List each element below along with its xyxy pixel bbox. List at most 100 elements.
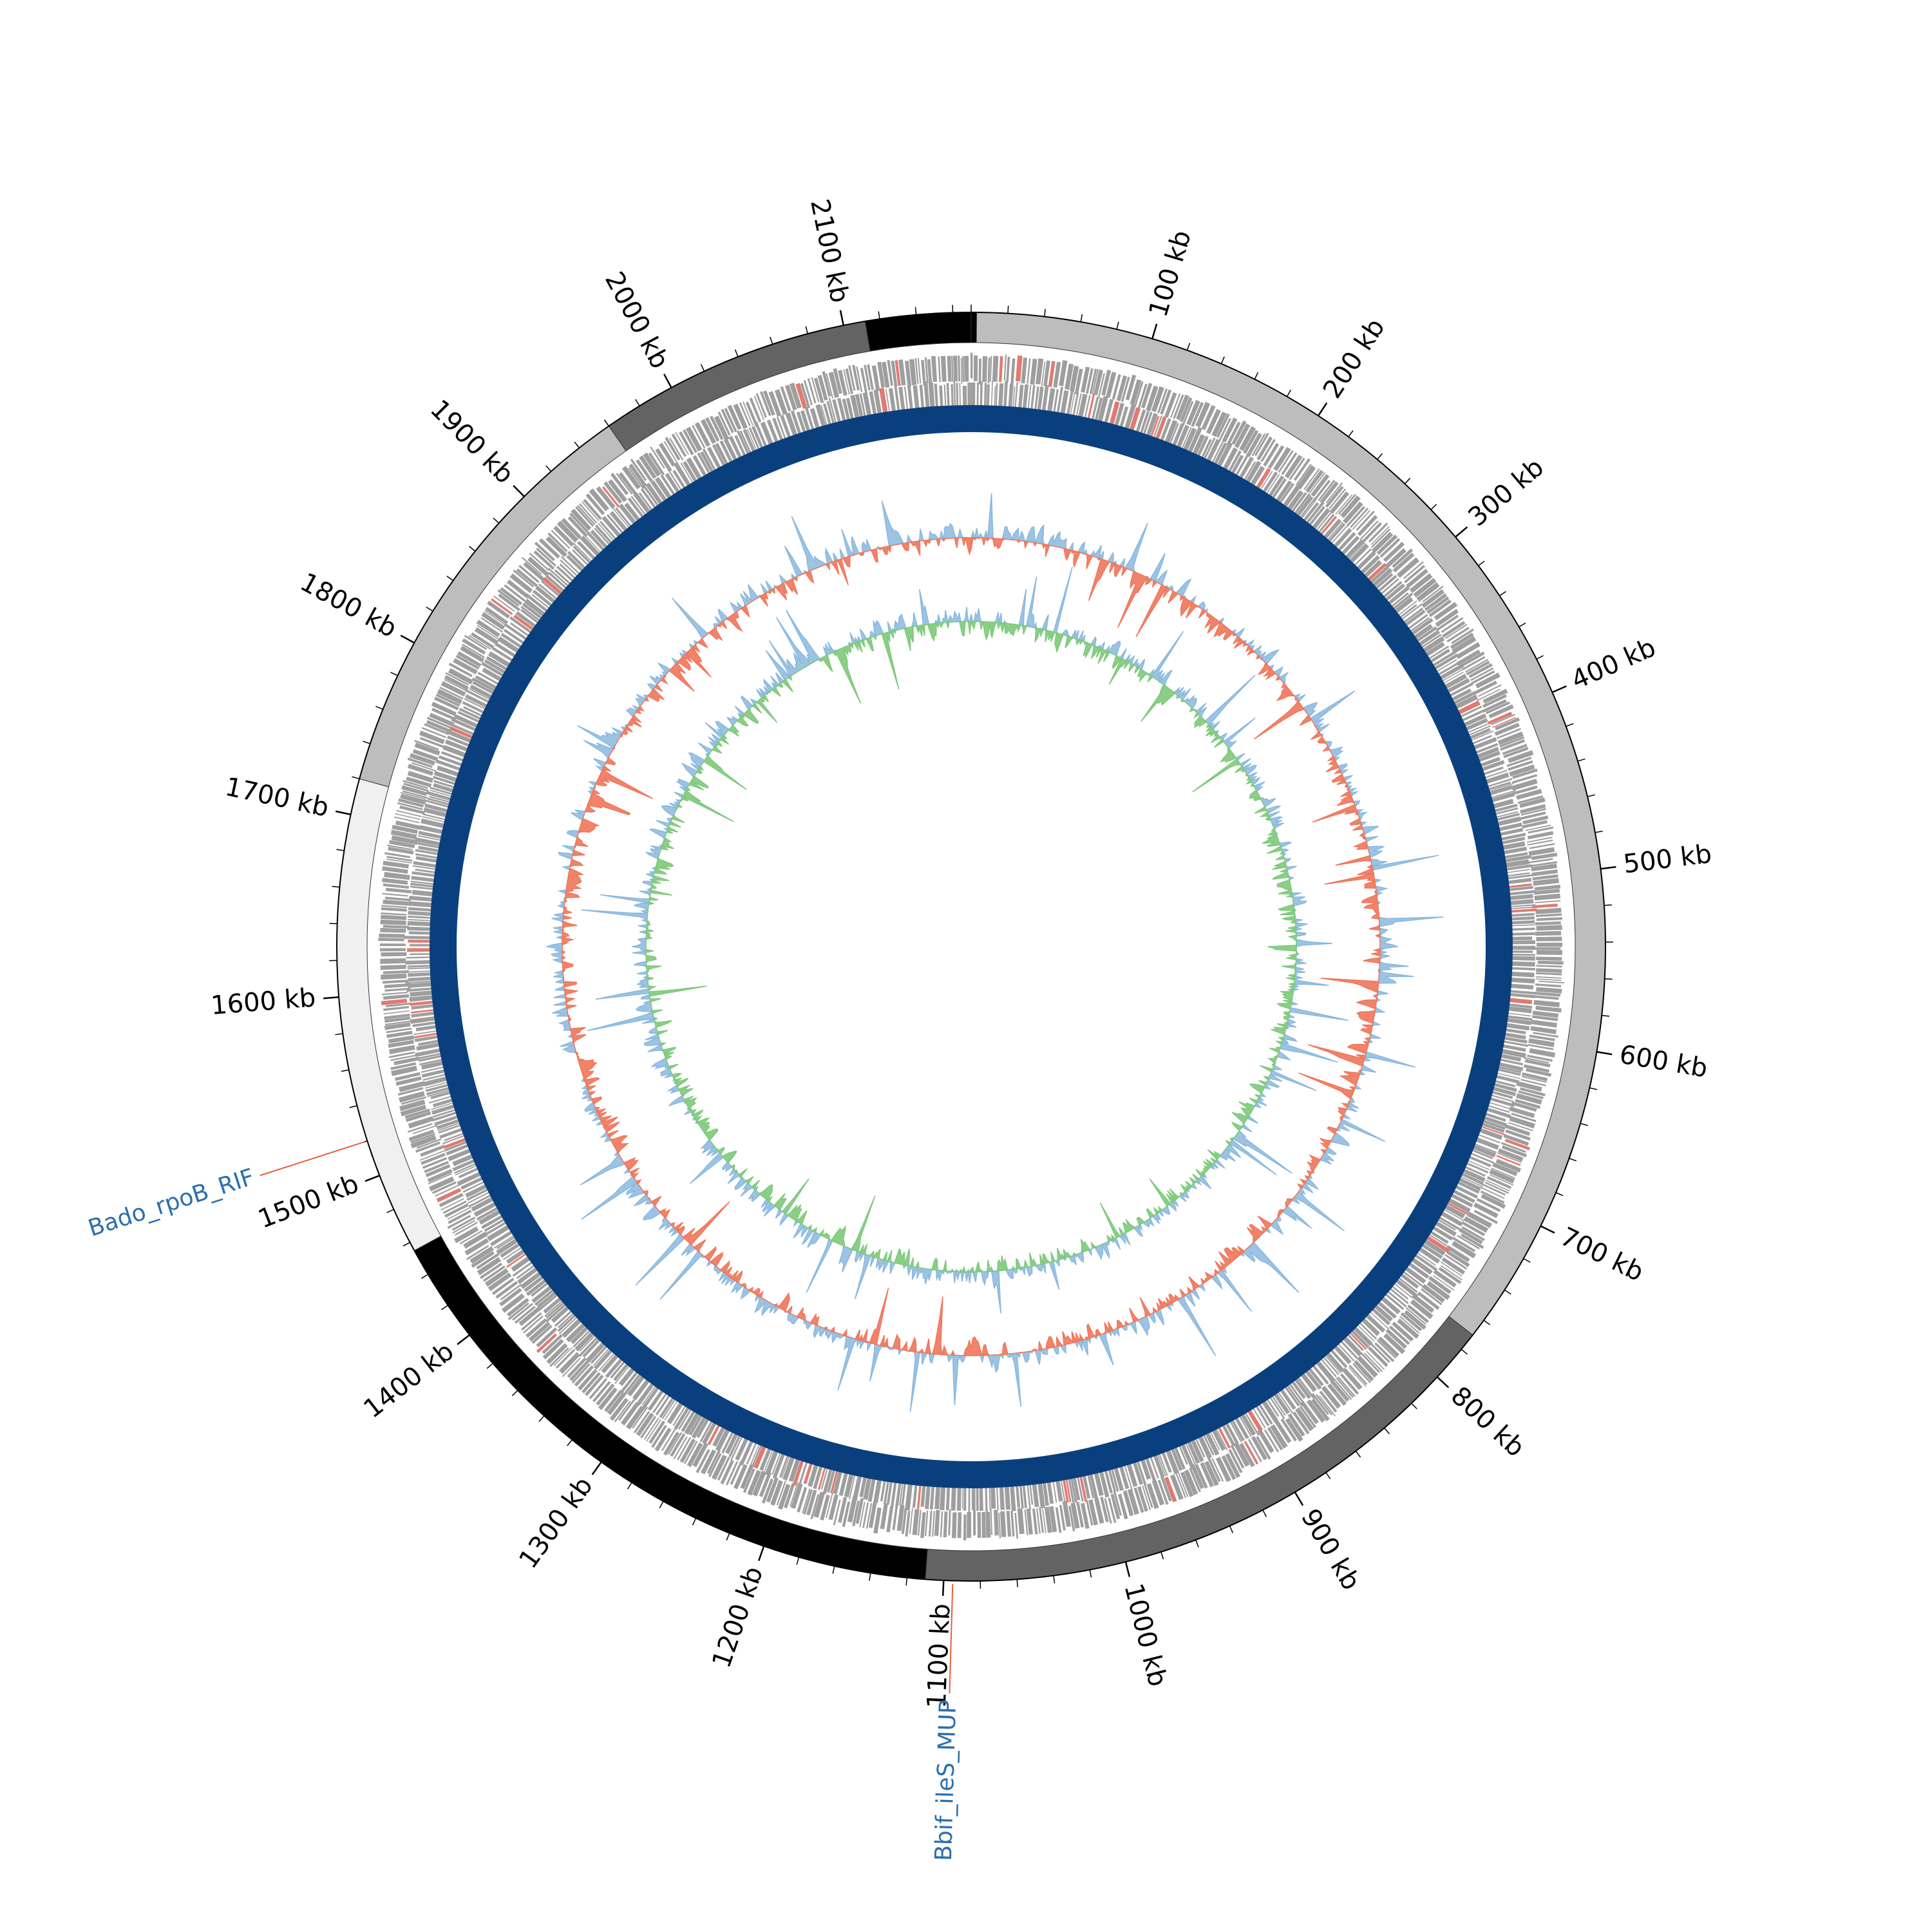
cds-feature: [1448, 1192, 1473, 1208]
cds-feature: [1426, 645, 1450, 661]
minor-tick: [402, 1242, 410, 1247]
cds-feature: [1392, 553, 1415, 573]
cds-feature: [482, 1265, 506, 1282]
cds-feature: [1270, 1393, 1286, 1416]
cds-feature: [929, 1483, 935, 1510]
minor-tick: [734, 349, 739, 357]
cds-feature: [1518, 1090, 1544, 1099]
cds-feature: [1067, 1477, 1075, 1503]
cds-feature: [493, 1233, 516, 1249]
cds-feature: [407, 918, 434, 922]
cds-feature: [852, 1501, 860, 1527]
cds-feature: [1348, 1367, 1367, 1387]
cds-feature: [1511, 779, 1538, 791]
cds-feature: [1537, 960, 1564, 965]
cds-feature: [471, 1195, 496, 1212]
cds-feature: [531, 1325, 553, 1344]
cds-feature: [1180, 1472, 1194, 1497]
cds-feature: [810, 1493, 820, 1520]
cds-feature: [398, 798, 424, 808]
cds-feature: [1401, 603, 1423, 620]
cds-feature: [1478, 766, 1504, 777]
cds-feature: [1510, 990, 1537, 995]
cds-feature: [574, 1330, 596, 1352]
cds-feature: [985, 1511, 991, 1538]
cds-feature: [1501, 1142, 1526, 1153]
cds-feature: [715, 442, 730, 468]
cds-feature: [1257, 1401, 1273, 1425]
cds-feature: [800, 383, 811, 409]
cds-feature: [1428, 1276, 1452, 1294]
cds-feature: [1536, 917, 1562, 922]
cds-feature: [1482, 694, 1507, 708]
cds-feature: [670, 1433, 686, 1457]
cds-feature: [481, 1213, 506, 1229]
cds-feature: [1197, 1433, 1213, 1459]
cds-feature: [1296, 465, 1316, 489]
cds-feature: [1460, 1168, 1486, 1182]
cds-feature: [468, 1194, 493, 1208]
cds-feature: [727, 404, 742, 430]
cds-feature: [1335, 494, 1353, 515]
cds-feature: [1471, 737, 1497, 750]
cds-feature: [1156, 1452, 1166, 1477]
cds-feature: [497, 1234, 519, 1249]
cds-feature: [1459, 1228, 1483, 1245]
cds-feature: [1511, 773, 1538, 784]
cds-feature: [404, 971, 431, 973]
cds-feature: [904, 361, 912, 387]
cds-feature: [833, 1468, 843, 1495]
cds-feature: [1269, 1397, 1285, 1419]
cds-feature: [702, 1419, 718, 1444]
cds-feature: [1535, 1005, 1562, 1013]
cds-feature: [421, 1068, 448, 1078]
cds-feature: [880, 1475, 887, 1502]
cds-feature: [518, 1306, 542, 1327]
cds-feature: [820, 404, 829, 430]
cds-feature: [1022, 1482, 1027, 1509]
cds-feature: [1134, 381, 1144, 407]
cds-feature: [1403, 1265, 1426, 1284]
cds-feature: [1450, 632, 1474, 650]
cds-feature: [1467, 735, 1493, 746]
minor-tick: [1325, 1472, 1331, 1479]
cds-feature: [1030, 358, 1037, 385]
cds-feature: [1406, 1260, 1430, 1279]
cds-feature: [747, 1470, 761, 1496]
cds-feature: [719, 440, 734, 465]
cds-feature: [408, 931, 435, 935]
cds-feature: [990, 1482, 996, 1509]
cds-feature: [490, 1229, 514, 1247]
cds-feature: [808, 1461, 820, 1488]
cds-feature: [1532, 874, 1558, 881]
cds-feature: [1060, 1477, 1066, 1503]
cds-feature: [1444, 623, 1468, 639]
cds-feature: [1439, 668, 1463, 683]
cds-feature: [664, 1398, 679, 1421]
cds-feature: [1403, 561, 1424, 580]
cds-feature: [412, 749, 439, 762]
cds-feature: [714, 415, 730, 441]
cds-feature: [1256, 1436, 1271, 1460]
cds-feature: [439, 1127, 465, 1139]
cds-feature: [1316, 513, 1335, 535]
cds-feature: [1285, 1417, 1303, 1442]
cds-feature: [484, 1220, 507, 1236]
cds-feature: [1504, 869, 1530, 874]
cds-feature: [993, 1510, 999, 1536]
cds-feature: [1003, 355, 1007, 381]
tick-label: 1700 kb: [223, 772, 332, 823]
minor-tick: [1377, 453, 1383, 460]
cds-feature: [470, 632, 495, 649]
cds-feature: [956, 1484, 961, 1511]
cds-feature: [1175, 1473, 1187, 1499]
cds-feature: [383, 1010, 410, 1015]
cds-feature: [1204, 1461, 1219, 1486]
cds-feature: [1311, 1363, 1329, 1385]
major-tick: [1294, 1492, 1304, 1506]
minor-tick: [574, 441, 580, 448]
cds-feature: [554, 1307, 575, 1327]
minor-tick: [692, 1518, 697, 1526]
major-tick: [1455, 526, 1468, 538]
cds-feature: [852, 1475, 862, 1501]
